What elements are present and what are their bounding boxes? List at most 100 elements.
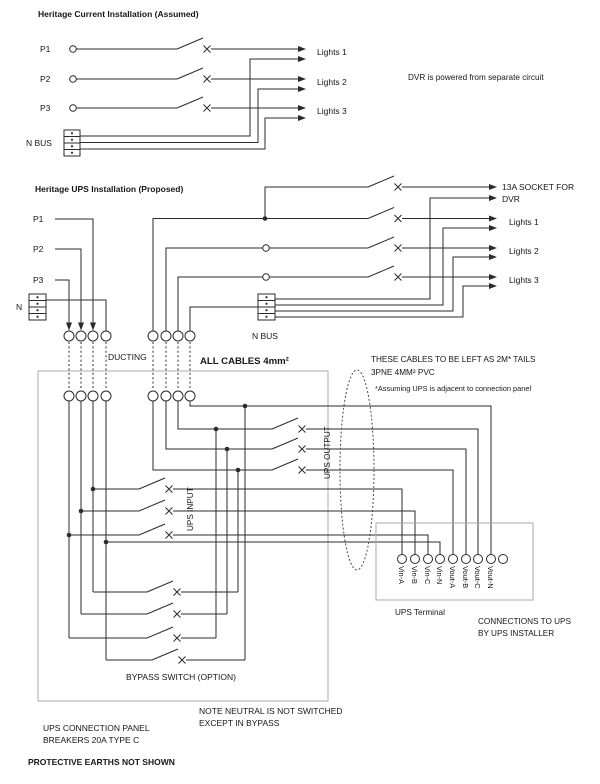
terminal-label-vout-c: Vout-C (473, 566, 482, 589)
installer-note-line2: BY UPS INSTALLER (478, 629, 554, 638)
bypass-output-taps (215, 406, 246, 660)
terminal-label-vout-a: Vout-A (448, 566, 457, 588)
current-installation-section: Heritage Current Installation (Assumed) … (26, 9, 544, 157)
switch-icon (151, 648, 186, 664)
ups-supply-wires (46, 218, 107, 331)
ups-p1-label: P1 (33, 214, 44, 224)
terminal-icon (75, 330, 87, 342)
switch-icon (271, 437, 306, 453)
ducting-terminals (63, 330, 196, 390)
terminal-icon (63, 330, 75, 342)
neutral-note-line2: EXCEPT IN BYPASS (199, 718, 280, 728)
ups-lights1-label: Lights 1 (509, 217, 539, 227)
current-neutral-wires (80, 56, 306, 150)
nbus-feed-wire (189, 306, 258, 331)
vin-a-wire (92, 401, 403, 555)
terminal-icon (473, 554, 483, 564)
terminal-icon (69, 104, 77, 112)
panel-caption-line2: BREAKERS 20A TYPE C (43, 735, 139, 745)
ups-nbus-block (257, 293, 276, 321)
lights3-label: Lights 3 (317, 106, 347, 116)
ups-lights3-label: Lights 3 (509, 275, 539, 285)
ducting-label: DUCTING (108, 352, 147, 362)
terminal-icon (87, 330, 99, 342)
ups-input-wires (66, 401, 441, 555)
ups-n-label: N (16, 302, 22, 312)
terminal-icon (69, 75, 77, 83)
lights3-neutral-wire (275, 285, 489, 318)
installer-note-line1: CONNECTIONS TO UPS (478, 617, 571, 626)
vout-c-wire (177, 401, 479, 555)
lights1-label: Lights 1 (317, 47, 347, 57)
dvr-neutral-wire (275, 197, 489, 300)
tails-note-line2: 3PNE 4MM² PVC (371, 368, 435, 377)
terminal-icon (262, 273, 270, 281)
panel-outline (37, 370, 329, 702)
terminal-label-vin-b: Vin-B (410, 566, 419, 584)
neutral-wire-3 (80, 117, 298, 150)
terminal-icon (87, 390, 99, 402)
ups-p3-label: P3 (33, 275, 44, 285)
ups-output-wires (152, 401, 492, 555)
arrow-icon (489, 195, 497, 201)
terminal-icon (448, 554, 458, 564)
arrow-icon (298, 56, 306, 62)
switch-icon (146, 626, 181, 642)
switch-icon (367, 236, 402, 252)
arrow-icon (489, 184, 497, 190)
vout-b-wire (165, 401, 467, 555)
bypass-wires (68, 406, 246, 664)
socket-label-line2: DVR (502, 194, 520, 204)
lights2-neutral-wire (275, 256, 489, 312)
ups-distribution-wires (152, 175, 497, 331)
cable-tails-balloon (339, 369, 375, 571)
terminal-label-vin-n: Vin-N (435, 566, 444, 584)
neutral-wire-2 (80, 88, 298, 143)
lights1-neutral-wire (275, 227, 489, 306)
arrow-icon (489, 245, 497, 251)
bypass-input-taps (68, 489, 107, 660)
terminal-icon (147, 330, 159, 342)
terminal-icon (410, 554, 420, 564)
terminal-icon (498, 554, 508, 564)
vout-n-wire (189, 401, 492, 555)
dvr-note: DVR is powered from separate circuit (408, 73, 544, 82)
neutral-wire-1 (80, 58, 298, 137)
nbus-dividers (64, 136, 80, 150)
arrow-icon (298, 86, 306, 92)
cables-label: ALL CABLES 4mm² (200, 356, 289, 367)
arrow-down-icon (90, 322, 96, 331)
switch-icon (367, 207, 402, 223)
ups-terminal-section: Vin-A Vin-B Vin-C Vin-N Vout-A Vout-B Vo… (375, 522, 571, 638)
terminal-icon (461, 554, 471, 564)
switch-icon (271, 417, 306, 433)
arrow-icon (298, 115, 306, 121)
ups-installation-section: Heritage UPS Installation (Proposed) P1 … (16, 175, 574, 390)
switch-icon (176, 96, 211, 112)
arrow-icon (489, 225, 497, 231)
terminal-icon (184, 330, 196, 342)
current-title: Heritage Current Installation (Assumed) (38, 9, 199, 19)
current-p1-label: P1 (40, 44, 51, 54)
ups-lights2-label: Lights 2 (509, 246, 539, 256)
terminal-icon (100, 390, 112, 402)
ups-left-n-block (28, 293, 47, 321)
current-p2-label: P2 (40, 74, 51, 84)
terminal-icon (262, 244, 270, 252)
switch-icon (367, 265, 402, 281)
switch-icon (146, 602, 181, 618)
terminal-icon (486, 554, 496, 564)
arrow-icon (489, 274, 497, 280)
terminal-icon (69, 45, 77, 53)
panel-terminals (63, 390, 196, 402)
terminal-label-vin-c: Vin-C (423, 566, 432, 585)
p3-drop-wire (55, 279, 70, 328)
panel-caption-line1: UPS CONNECTION PANEL (43, 723, 150, 733)
terminal-icon (184, 390, 196, 402)
switch-icon (176, 67, 211, 83)
socket-label-line1: 13A SOCKET FOR (502, 182, 574, 192)
arrow-icon (489, 215, 497, 222)
switch-icon (367, 175, 402, 191)
switch-icon (146, 580, 181, 596)
